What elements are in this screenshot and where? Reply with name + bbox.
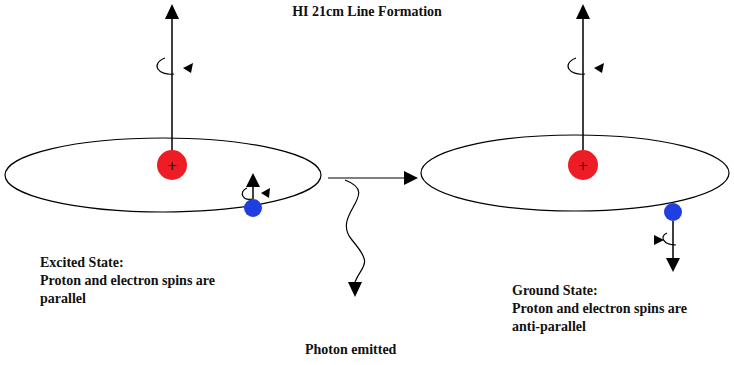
label-text: Proton and electron spins are parallel <box>40 273 215 306</box>
state-description: Proton and electron spins are parallel <box>40 272 226 308</box>
diagram-title: HI 21cm Line Formation <box>0 3 734 21</box>
transition-arrow <box>328 177 404 178</box>
transition-arrowhead <box>404 171 418 185</box>
orbit-ellipse <box>5 138 321 212</box>
label-text: Photon emitted <box>305 342 396 357</box>
spin-axis <box>252 186 254 199</box>
rotation-arrowhead <box>261 188 270 198</box>
spin-arrowhead <box>666 258 680 272</box>
charge-sign: + <box>167 159 178 172</box>
photon-arrowhead <box>348 282 362 297</box>
label-text: Excited State: <box>40 255 124 270</box>
spin-axis <box>171 18 173 150</box>
rotation-arrow <box>663 233 676 245</box>
spin-axis <box>582 18 584 150</box>
electron <box>664 203 682 221</box>
charge-sign: + <box>578 159 589 172</box>
rotation-arrowhead <box>594 63 604 73</box>
label-text: Ground State: <box>512 283 598 298</box>
state-heading: Ground State: <box>512 282 722 300</box>
label-text: Proton and electron spins are anti-paral… <box>512 301 687 334</box>
spin-arrowhead <box>576 4 590 19</box>
spin-arrowhead <box>246 173 260 187</box>
rotation-arrow <box>568 58 585 74</box>
state-heading: Excited State: <box>40 254 300 272</box>
electron <box>244 199 262 217</box>
spin-arrowhead <box>165 4 179 19</box>
orbit-ellipse <box>421 135 729 211</box>
spin-axis <box>672 221 674 258</box>
title-text: HI 21cm Line Formation <box>292 4 442 19</box>
rotation-arrowhead <box>183 63 193 73</box>
proton: + <box>157 150 187 180</box>
photon-label: Photon emitted <box>305 341 505 359</box>
rotation-arrow <box>242 188 252 199</box>
rotation-arrow <box>157 58 174 74</box>
proton: + <box>568 150 598 180</box>
rotation-arrowhead <box>654 235 664 245</box>
photon-wave <box>345 180 365 282</box>
state-description: Proton and electron spins are anti-paral… <box>512 300 698 336</box>
